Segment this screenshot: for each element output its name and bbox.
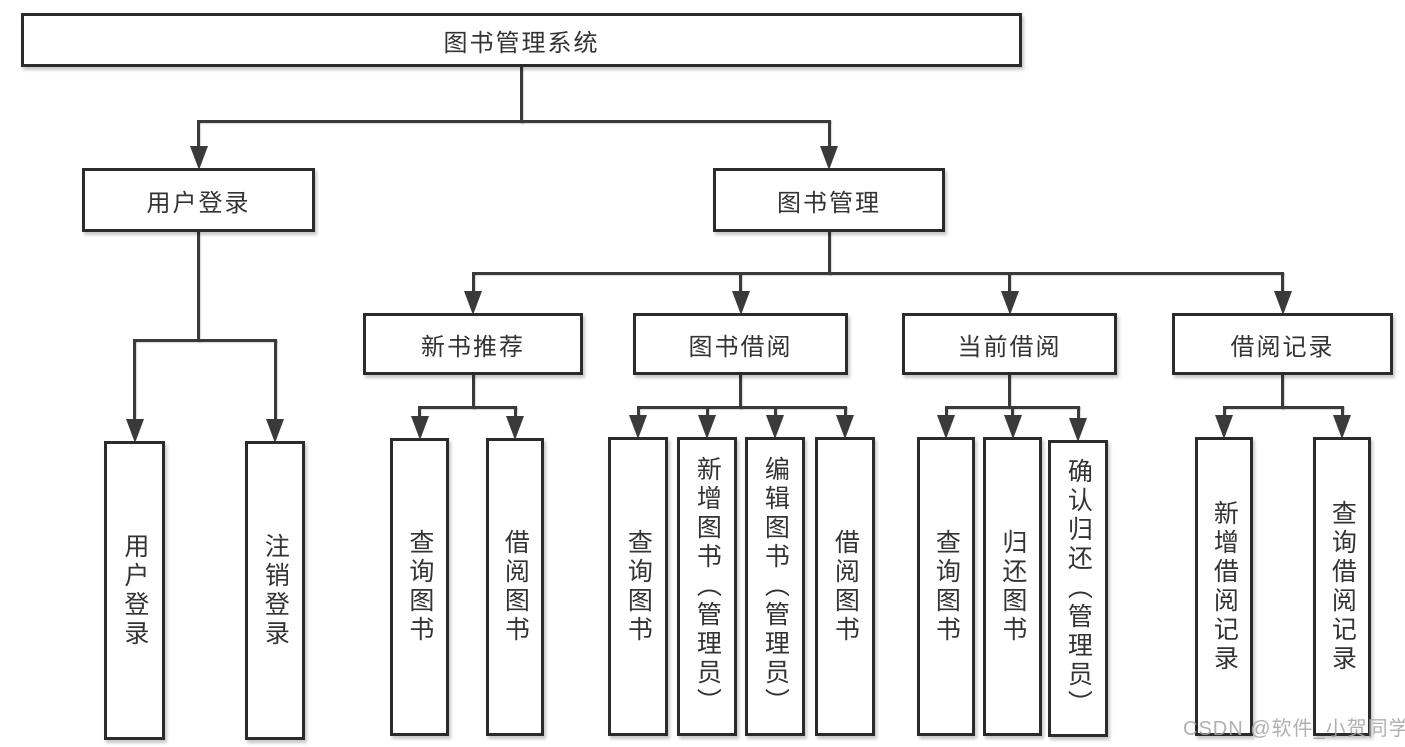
arrow-down-icon xyxy=(937,415,955,439)
node-label: 注销登录 xyxy=(261,532,290,649)
connector-drop-logout-leaf xyxy=(273,339,277,425)
node-label: 图书管理系统 xyxy=(443,29,600,57)
arrow-down-icon xyxy=(189,146,208,170)
connector-drop-user-login xyxy=(197,120,200,152)
arrow-down-icon xyxy=(506,416,524,440)
connector-rail-borrowing-records xyxy=(1222,406,1344,409)
arrow-down-icon xyxy=(820,146,838,170)
node-label: 新增图书（管理员） xyxy=(693,456,722,717)
connector-drop-borrowing-records xyxy=(1281,272,1284,297)
connector-drop-new-book-recommend xyxy=(471,272,475,297)
connector-drop-add-book-admin xyxy=(705,406,709,421)
node-query-borrow-record: 查询借阅记录 xyxy=(1313,437,1371,736)
connector-drop-borrow-book-recommend xyxy=(513,406,517,422)
node-label: 用户登录 xyxy=(120,532,149,649)
node-book-management: 图书管理 xyxy=(713,168,945,232)
node-query-book-current: 查询图书 xyxy=(917,437,975,736)
connector-rail-new-book-recommend xyxy=(418,406,517,409)
connector-stem-book-management xyxy=(827,231,831,275)
connector-drop-current-borrowing xyxy=(1008,272,1011,297)
node-root: 图书管理系统 xyxy=(21,13,1022,67)
node-user-login-leaf: 用户登录 xyxy=(104,441,165,740)
connector-drop-query-book-borrowing xyxy=(636,406,640,421)
node-logout-leaf: 注销登录 xyxy=(245,441,305,740)
connector-stem-book-borrowing xyxy=(739,374,742,409)
connector-drop-borrow-book-leaf xyxy=(843,406,847,421)
node-label: 借阅图书 xyxy=(831,528,860,645)
node-label: 编辑图书（管理员） xyxy=(761,456,790,717)
node-add-book-admin: 新增图书（管理员） xyxy=(677,437,737,736)
arrow-down-icon xyxy=(1215,415,1233,439)
node-label: 查询图书 xyxy=(405,529,434,645)
node-label: 查询图书 xyxy=(624,528,653,645)
connector-stem-current-borrowing xyxy=(1008,374,1011,409)
node-current-borrowing: 当前借阅 xyxy=(902,313,1117,375)
node-borrowing-records: 借阅记录 xyxy=(1172,313,1393,375)
connector-drop-add-borrow-record xyxy=(1222,406,1226,421)
connector-stem-user-login xyxy=(197,231,200,342)
connector-drop-book-borrowing xyxy=(739,272,742,297)
arrow-down-icon xyxy=(410,416,429,440)
arrow-down-icon xyxy=(731,291,750,315)
node-label: 新书推荐 xyxy=(421,333,525,361)
connector-stem-new-book-recommend xyxy=(471,374,475,409)
node-query-book-borrowing: 查询图书 xyxy=(608,437,668,736)
node-query-book-recommend: 查询图书 xyxy=(390,438,449,736)
connector-drop-return-book xyxy=(1011,406,1014,421)
node-label: 借阅记录 xyxy=(1230,333,1335,361)
connector-drop-query-book-recommend xyxy=(418,406,421,422)
arrow-down-icon xyxy=(464,291,482,315)
arrow-down-icon xyxy=(629,415,647,439)
node-user-login: 用户登录 xyxy=(82,168,315,232)
connector-drop-user-login-leaf xyxy=(133,339,136,425)
arrow-down-icon xyxy=(1003,415,1022,439)
node-label: 图书管理 xyxy=(777,189,881,217)
node-label: 当前借阅 xyxy=(957,333,1062,361)
node-borrow-book-recommend: 借阅图书 xyxy=(486,438,544,736)
connector-drop-query-book-current xyxy=(944,406,948,421)
arrow-down-icon xyxy=(698,415,716,439)
node-label: 新增借阅记录 xyxy=(1210,499,1239,674)
connector-rail-book-borrowing xyxy=(636,406,847,409)
arrow-down-icon xyxy=(836,415,854,439)
node-label: 图书借阅 xyxy=(688,333,793,361)
arrow-down-icon xyxy=(1069,418,1087,442)
node-book-borrowing: 图书借阅 xyxy=(633,313,848,375)
connector-drop-confirm-return-admin xyxy=(1076,406,1080,424)
arrow-down-icon xyxy=(766,415,784,439)
arrow-down-icon xyxy=(266,419,284,443)
node-label: 查询借阅记录 xyxy=(1328,499,1357,674)
node-label: 借阅图书 xyxy=(501,529,530,645)
connector-stem-borrowing-records xyxy=(1281,374,1284,409)
arrow-down-icon xyxy=(1273,291,1292,315)
arrow-down-icon xyxy=(1000,291,1019,315)
connector-drop-edit-book-admin xyxy=(773,406,777,421)
connector-rail-root xyxy=(197,120,831,123)
node-label: 查询图书 xyxy=(932,528,961,645)
node-borrow-book-leaf: 借阅图书 xyxy=(815,437,875,736)
node-return-book: 归还图书 xyxy=(983,437,1042,736)
node-new-book-recommend: 新书推荐 xyxy=(363,313,583,375)
node-add-borrow-record: 新增借阅记录 xyxy=(1195,437,1253,736)
arrow-down-icon xyxy=(125,419,144,443)
node-label: 用户登录 xyxy=(146,189,251,217)
connector-rail-user-login xyxy=(133,339,277,342)
node-label: 归还图书 xyxy=(998,528,1027,645)
connector-drop-query-borrow-record xyxy=(1340,406,1344,421)
arrow-down-icon xyxy=(1333,415,1351,439)
node-label: 确认归还（管理员） xyxy=(1064,458,1093,719)
connector-stem-root xyxy=(520,66,523,123)
connector-rail-book-management xyxy=(471,272,1284,275)
connector-drop-book-management xyxy=(827,120,831,152)
node-confirm-return-admin: 确认归还（管理员） xyxy=(1048,440,1108,737)
node-edit-book-admin: 编辑图书（管理员） xyxy=(745,437,805,736)
